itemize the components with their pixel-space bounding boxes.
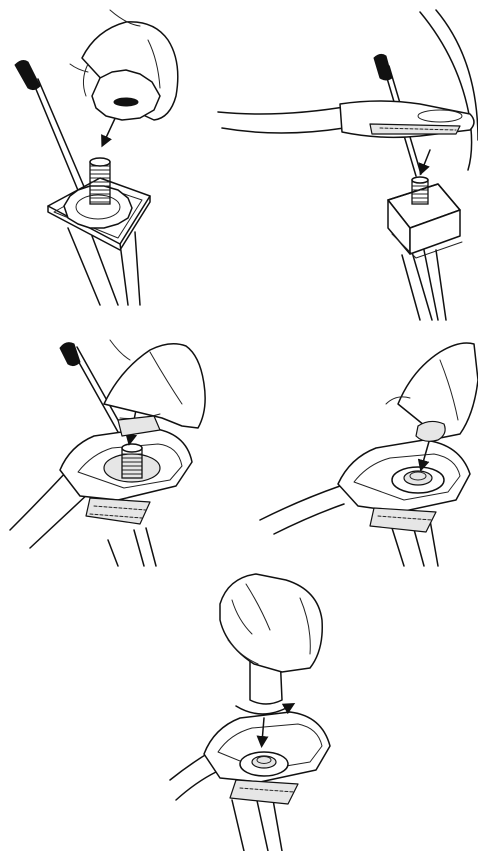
lock-nut-on-clamp (392, 467, 444, 493)
step-5-panel (170, 574, 330, 851)
frame-tube (218, 10, 478, 170)
hand-holding-wrench (220, 574, 322, 672)
seat-post-2 (402, 250, 446, 320)
threaded-bolt-2 (412, 177, 428, 204)
saddle-clamp-bracket (340, 101, 474, 137)
frame-tube-4 (260, 486, 344, 534)
down-arrow-icon-2 (422, 150, 430, 170)
threaded-bolt-3 (122, 444, 142, 478)
threaded-bolt (90, 158, 110, 204)
hand-inserting-washer (104, 340, 205, 436)
step-2-panel (218, 10, 478, 320)
step-1-panel (15, 10, 178, 305)
hand-holding-nut (386, 343, 478, 441)
release-lever (15, 61, 88, 200)
seat-post-3 (108, 528, 156, 566)
step-4-panel (260, 343, 478, 566)
hand-holding-washer (70, 10, 178, 120)
lock-nut-tightened (240, 752, 288, 776)
step-3-panel (10, 340, 205, 566)
seat-post (68, 228, 140, 305)
